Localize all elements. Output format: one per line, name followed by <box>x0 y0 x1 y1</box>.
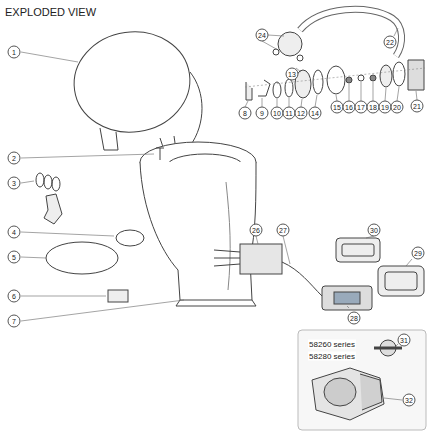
callout-number: 21 <box>411 100 424 113</box>
callout-number: 24 <box>256 29 269 42</box>
callout-number: 2 <box>8 152 21 165</box>
elbow-8 <box>246 82 252 100</box>
callout-number: 26 <box>250 224 263 237</box>
part-16 <box>346 77 352 83</box>
pump-32 <box>312 368 384 420</box>
ring-11 <box>285 79 293 97</box>
seal-ring <box>46 242 118 274</box>
pump-head-32 <box>324 378 356 406</box>
callout-number: 31 <box>398 334 411 347</box>
gasket-10 <box>273 82 281 98</box>
callout-number: 20 <box>391 101 404 114</box>
callout-number: 3 <box>8 177 21 190</box>
discharge-hose-inner <box>300 9 402 56</box>
control-box <box>240 244 282 274</box>
frame-29-inner <box>385 272 417 290</box>
callout-number: 8 <box>239 107 252 120</box>
flange <box>36 173 44 187</box>
callout-number: 27 <box>277 224 290 237</box>
callout-number: 30 <box>368 224 381 237</box>
callout-number: 1 <box>8 46 21 59</box>
callout-number: 13 <box>286 68 299 81</box>
callout-number: 28 <box>348 312 361 325</box>
callout-number: 5 <box>8 251 21 264</box>
bezel-30 <box>336 238 380 262</box>
leader-line <box>245 28 417 107</box>
callout-number: 9 <box>256 107 269 120</box>
bezel-30-inner <box>342 244 374 256</box>
flange <box>44 175 52 189</box>
bowl-body <box>140 162 256 300</box>
elbow <box>44 194 62 224</box>
pump-motor <box>360 374 382 410</box>
leader-line <box>384 344 402 400</box>
fitting <box>297 55 303 61</box>
plate-14 <box>313 70 323 94</box>
leader-line <box>21 52 184 321</box>
callout-number: 4 <box>8 226 21 239</box>
bowl-shade <box>226 182 230 290</box>
cover-19 <box>380 65 392 87</box>
block <box>108 290 128 302</box>
part-18 <box>370 75 376 81</box>
flange <box>52 177 60 191</box>
panel-display <box>334 292 360 304</box>
hinge <box>100 128 118 150</box>
hose-clamp <box>116 230 144 246</box>
series-label: 58260 series <box>308 340 356 349</box>
elbow-9 <box>258 80 270 96</box>
bowl-base <box>176 300 256 306</box>
frame-29 <box>378 266 424 296</box>
callout-number: 7 <box>8 315 21 328</box>
toilet-lid <box>68 24 197 139</box>
callout-number: 6 <box>8 290 21 303</box>
title: EXPLODED VIEW <box>5 6 96 18</box>
ring-20 <box>393 62 405 86</box>
inset-panel <box>298 330 426 430</box>
screw <box>156 148 164 160</box>
seat-ring <box>190 72 202 146</box>
callout-number: 22 <box>384 36 397 49</box>
part-17 <box>358 75 364 81</box>
discharge-hose <box>300 9 402 56</box>
callout-number: 12 <box>295 107 308 120</box>
callout-number: 29 <box>412 247 425 260</box>
wires <box>214 250 240 266</box>
cable <box>282 262 322 296</box>
leader-line <box>256 236 412 308</box>
fitting <box>273 49 279 55</box>
callout-number: 14 <box>309 107 322 120</box>
motor-21 <box>408 60 424 90</box>
diaphragm-15 <box>327 66 345 94</box>
callout-number: 32 <box>403 394 416 407</box>
strainer-ports <box>374 347 402 350</box>
axis <box>245 68 425 87</box>
series-label: 58280 series <box>308 352 356 361</box>
